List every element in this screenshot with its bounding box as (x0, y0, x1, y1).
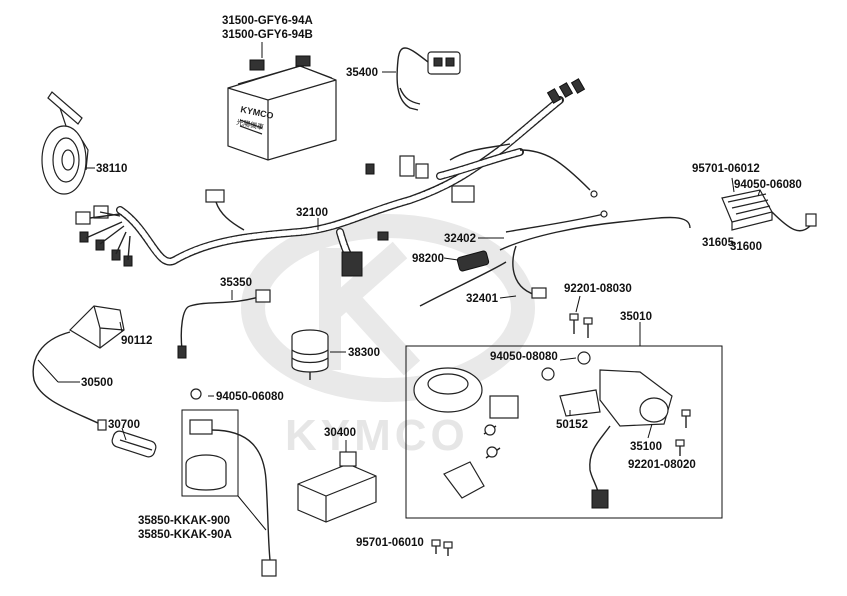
label-35100: 35100 (630, 441, 662, 453)
label-35850-b: 35850-KKAK-90A (138, 529, 232, 541)
label-94050-08080: 94050-08080 (490, 351, 558, 363)
label-30500: 30500 (81, 377, 113, 389)
label-35350: 35350 (220, 277, 252, 289)
label-30400: 30400 (324, 427, 356, 439)
label-35400: 35400 (346, 67, 378, 79)
switch-set-35010-frame (405, 345, 723, 519)
sensor-35400 (396, 47, 461, 111)
ignition-switch-35100 (559, 369, 691, 509)
fuse-box-38300 (291, 329, 329, 380)
label-92201-08030: 92201-08030 (564, 283, 632, 295)
cable-32100-branch (519, 149, 598, 198)
kymco-watermark: KYMCO (241, 214, 535, 460)
label-30700: 30700 (108, 419, 140, 431)
label-31605: 31605 (702, 237, 735, 249)
label-38110: 38110 (96, 163, 127, 175)
label-94050-06080-top: 94050-06080 (734, 179, 802, 191)
label-98200: 98200 (412, 253, 444, 265)
label-38300: 38300 (348, 347, 380, 359)
label-35010: 35010 (620, 311, 652, 323)
label-35850-a: 35850-KKAK-900 (138, 515, 230, 527)
label-92201-08020: 92201-08020 (628, 459, 696, 471)
horn-38110 (41, 91, 89, 195)
cdi-unit-30400 (297, 451, 377, 523)
label-50152: 50152 (556, 419, 588, 431)
label-90112: 90112 (121, 335, 152, 347)
seat-lock-parts (413, 367, 519, 499)
label-95701-06010: 95701-06010 (356, 537, 424, 549)
regulator-31600 (721, 189, 817, 232)
label-94050-06080-mid: 94050-06080 (216, 391, 284, 403)
label-32401: 32401 (466, 293, 499, 305)
battery-31500: KYMCO 光陽機車 (227, 55, 337, 161)
label-32100: 32100 (296, 207, 328, 219)
label-32402: 32402 (444, 233, 476, 245)
nuts-94050-08080 (541, 351, 591, 381)
ignition-coil-30500 (32, 305, 125, 431)
sensor-35350 (177, 289, 271, 359)
wire-harness-32100 (75, 78, 586, 277)
bolts-92201-08030 (569, 313, 593, 338)
label-31500-b: 31500-GFY6-94B (222, 29, 313, 41)
label-95701-06012: 95701-06012 (692, 163, 760, 175)
watermark-text: KYMCO (285, 411, 469, 460)
label-31500-a: 31500-GFY6-94A (222, 15, 313, 27)
cables-32402-32401 (419, 210, 691, 307)
label-31600: 31600 (730, 241, 762, 253)
starter-relay-35850 (181, 388, 277, 577)
relay-98200 (456, 250, 490, 272)
screws-95701-06010 (431, 539, 453, 556)
spark-plug-cap-30700 (111, 430, 157, 458)
